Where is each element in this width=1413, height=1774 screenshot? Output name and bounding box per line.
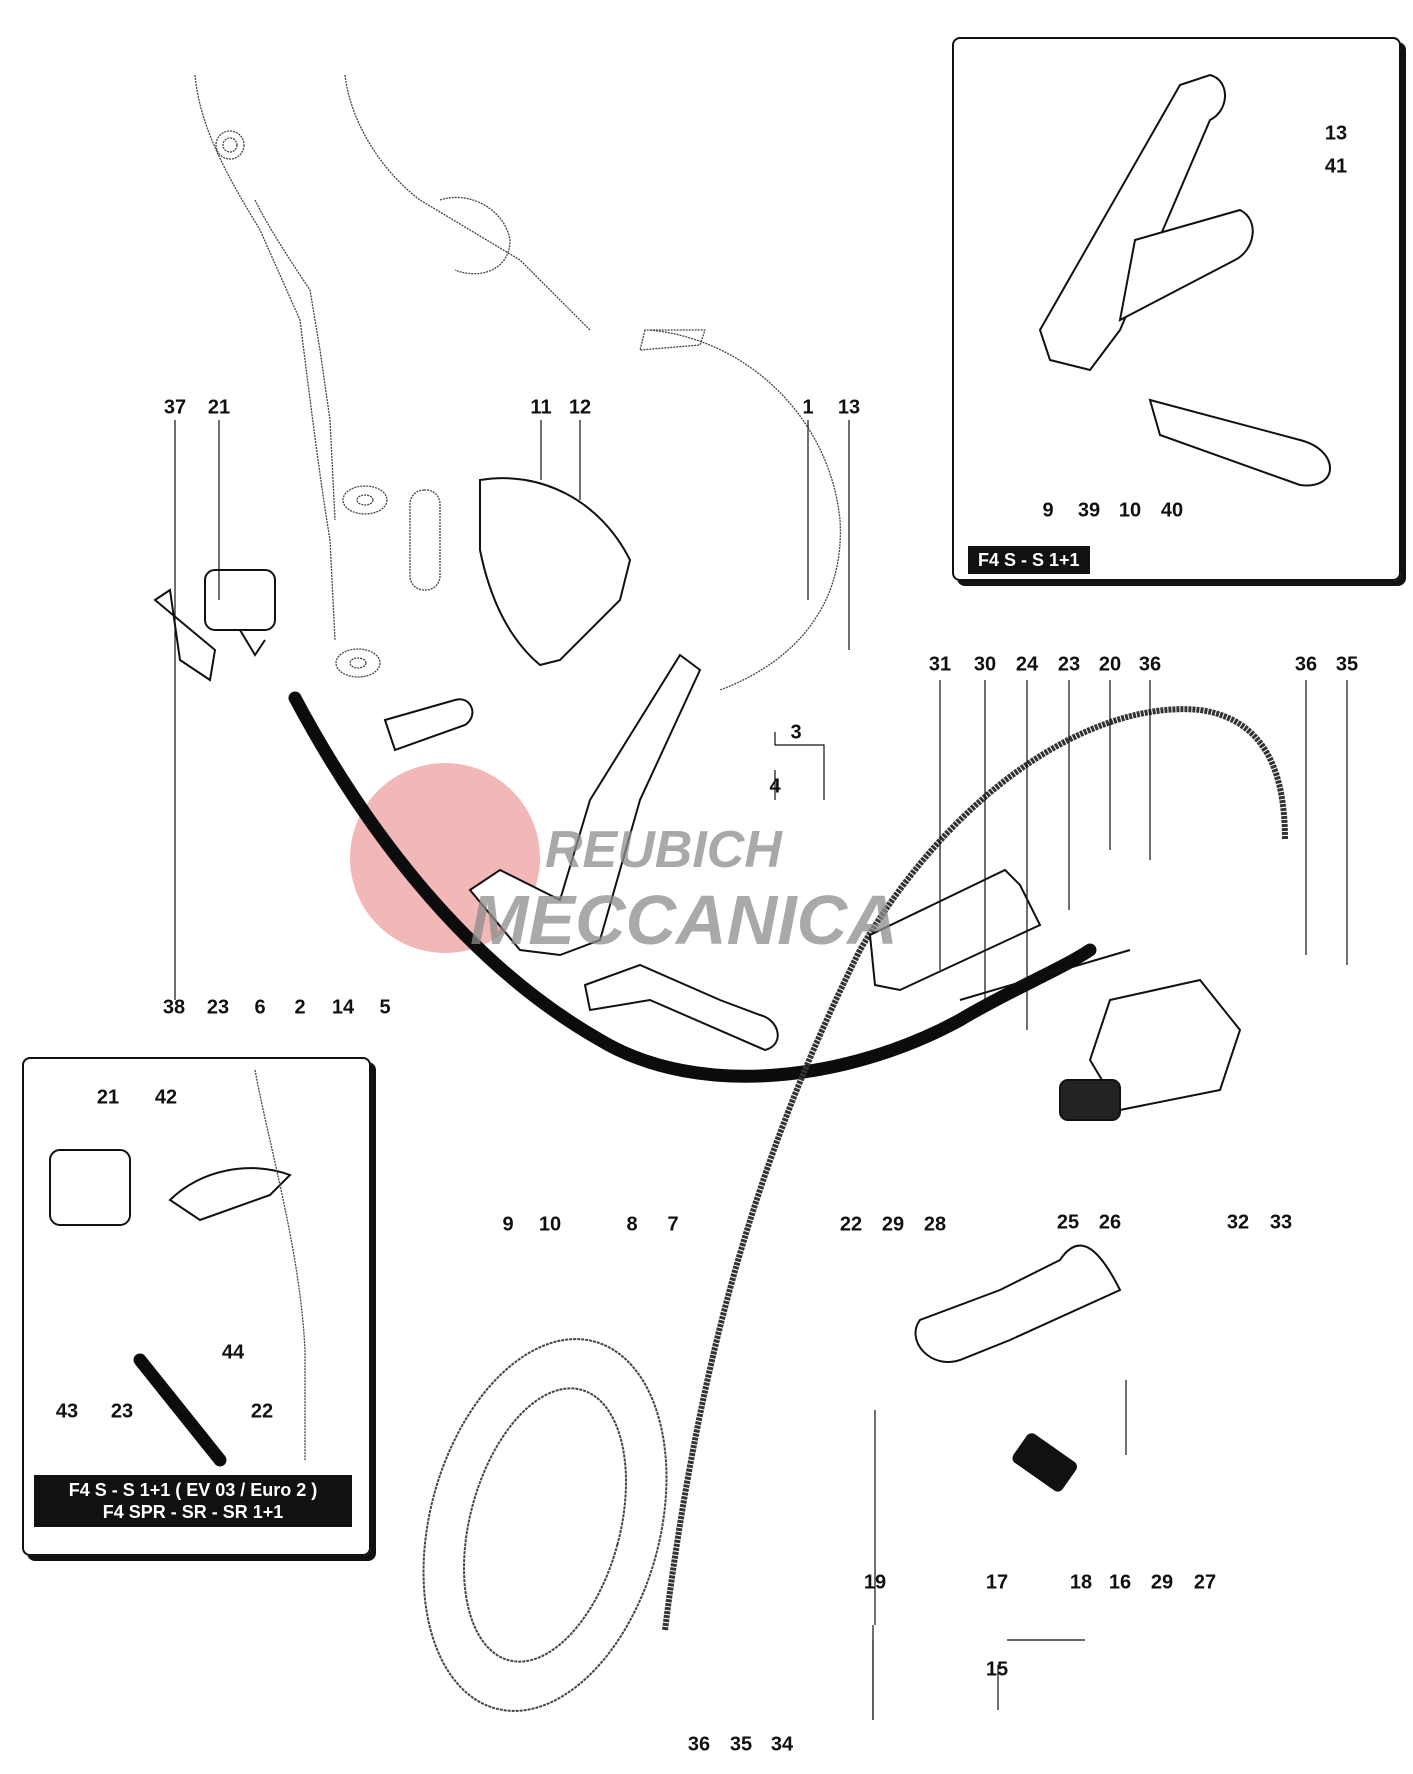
inset-bl-callout-43: 43 bbox=[55, 1400, 79, 1423]
inset-bl-callout-44: 44 bbox=[221, 1341, 245, 1364]
callout-24: 24 bbox=[1015, 653, 1039, 676]
inset-bottom-left-drawing bbox=[49, 1069, 306, 1467]
callout-23-right: 23 bbox=[1057, 653, 1081, 676]
watermark-line-2: MECCANICA bbox=[470, 881, 898, 959]
callout-31: 31 bbox=[928, 653, 952, 676]
inset-bl-callout-21: 21 bbox=[96, 1086, 120, 1109]
callout-9: 9 bbox=[502, 1213, 514, 1236]
inset-bottom-left-caption-line2: F4 SPR - SR - SR 1+1 bbox=[102, 1502, 284, 1522]
callout-23: 23 bbox=[206, 996, 230, 1019]
inset-tr-callout-39: 39 bbox=[1077, 499, 1101, 522]
inset-tr-callout-41: 41 bbox=[1324, 155, 1348, 178]
inset-bottom-left bbox=[22, 1057, 371, 1556]
watermark-line-1: REUBICH bbox=[545, 821, 782, 879]
inset-top-right bbox=[952, 37, 1401, 581]
brake-disc bbox=[422, 1338, 668, 1712]
part-2-link bbox=[383, 698, 474, 752]
callout-12: 12 bbox=[568, 396, 592, 419]
callout-5: 5 bbox=[379, 996, 391, 1019]
frame-outline bbox=[194, 74, 842, 691]
part-21-reservoir bbox=[153, 569, 276, 682]
callout-19: 19 bbox=[863, 1571, 887, 1594]
inset-bl-callout-23: 23 bbox=[110, 1400, 134, 1423]
callout-11: 11 bbox=[530, 396, 552, 419]
part-18-pedal-rubber bbox=[1012, 1433, 1077, 1492]
inset-tr-callout-40: 40 bbox=[1160, 499, 1184, 522]
callout-1: 1 bbox=[802, 396, 814, 419]
inset-top-right-caption: F4 S - S 1+1 bbox=[968, 546, 1090, 574]
callout-7: 7 bbox=[667, 1213, 679, 1236]
callout-28: 28 bbox=[923, 1213, 947, 1236]
callout-17: 17 bbox=[985, 1571, 1009, 1594]
callout-36-c: 36 bbox=[687, 1733, 711, 1756]
callout-3: 3 bbox=[790, 721, 802, 744]
callout-16: 16 bbox=[1108, 1571, 1132, 1594]
callout-13: 13 bbox=[837, 396, 861, 419]
part-31-plate bbox=[868, 868, 1042, 992]
inset-bottom-left-caption-line1: F4 S - S 1+1 ( EV 03 / Euro 2 ) bbox=[68, 1480, 318, 1500]
callout-18: 18 bbox=[1069, 1571, 1093, 1594]
callout-22: 22 bbox=[839, 1213, 863, 1236]
inset-bl-callout-42: 42 bbox=[154, 1086, 178, 1109]
callout-26: 26 bbox=[1098, 1211, 1122, 1234]
callout-2: 2 bbox=[294, 996, 306, 1019]
callout-30: 30 bbox=[973, 653, 997, 676]
callout-15: 15 bbox=[985, 1658, 1009, 1681]
callout-6: 6 bbox=[254, 996, 266, 1019]
callout-21: 21 bbox=[207, 396, 231, 419]
part-34-braided-line bbox=[662, 706, 1288, 1631]
callout-34: 34 bbox=[770, 1733, 794, 1756]
callout-32: 32 bbox=[1226, 1211, 1250, 1234]
callout-38: 38 bbox=[162, 996, 186, 1019]
inset-bottom-left-caption: F4 S - S 1+1 ( EV 03 / Euro 2 ) F4 SPR -… bbox=[34, 1475, 352, 1527]
callout-29-b: 29 bbox=[1150, 1571, 1174, 1594]
part-7-footpeg bbox=[583, 963, 779, 1052]
callout-29: 29 bbox=[881, 1213, 905, 1236]
callout-35-a: 35 bbox=[1335, 653, 1359, 676]
callout-33: 33 bbox=[1269, 1211, 1293, 1234]
part-1-footrest-hanger bbox=[468, 653, 702, 957]
part-16-brake-pedal bbox=[914, 1244, 1122, 1363]
callout-20: 20 bbox=[1098, 653, 1122, 676]
callout-8: 8 bbox=[626, 1213, 638, 1236]
leader-lines bbox=[174, 420, 1348, 1720]
callout-10: 10 bbox=[538, 1213, 562, 1236]
inset-tr-callout-13: 13 bbox=[1324, 122, 1348, 145]
callout-4: 4 bbox=[769, 775, 781, 798]
inset-top-right-drawing bbox=[1038, 73, 1331, 487]
inset-tr-callout-9: 9 bbox=[1042, 499, 1054, 522]
callout-36-b: 36 bbox=[1294, 653, 1318, 676]
part-22-brake-hose bbox=[288, 691, 1097, 1083]
callout-37: 37 bbox=[163, 396, 187, 419]
callout-36-a: 36 bbox=[1138, 653, 1162, 676]
inset-tr-callout-10: 10 bbox=[1118, 499, 1142, 522]
callout-27: 27 bbox=[1193, 1571, 1217, 1594]
part-11-cover-plate bbox=[479, 477, 632, 667]
callout-14: 14 bbox=[331, 996, 355, 1019]
callout-35-b: 35 bbox=[729, 1733, 753, 1756]
callout-25: 25 bbox=[1056, 1211, 1080, 1234]
part-20-master-cylinder bbox=[959, 949, 1242, 1121]
inset-bl-callout-22: 22 bbox=[250, 1400, 274, 1423]
